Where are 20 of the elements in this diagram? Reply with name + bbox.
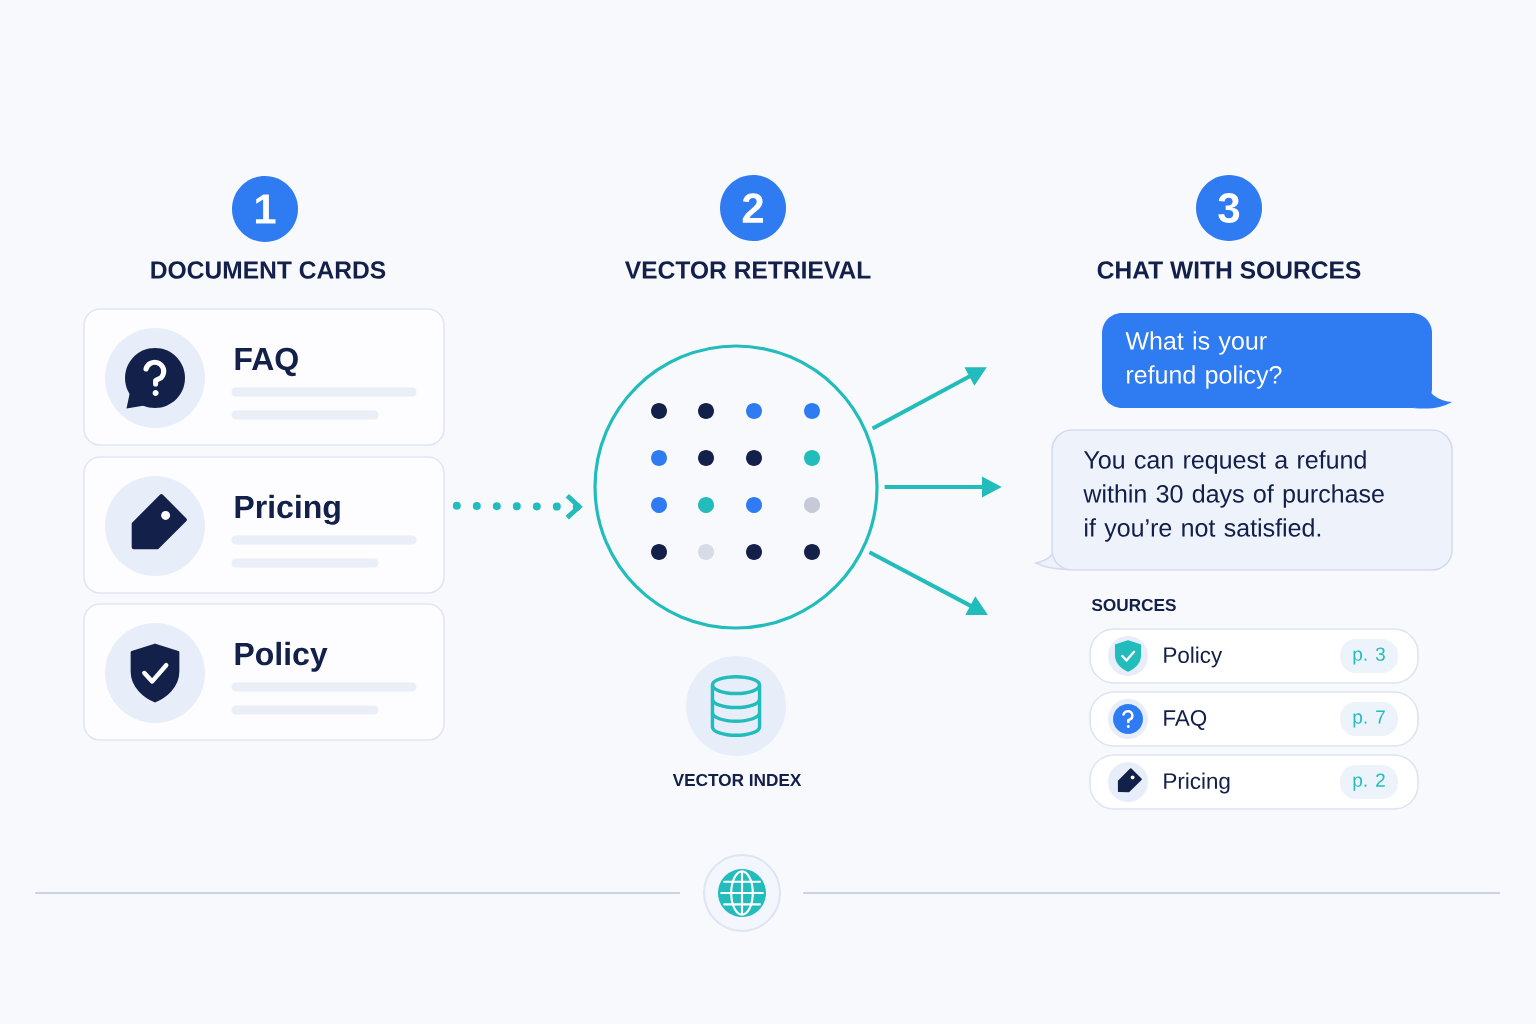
step-number: 2 bbox=[720, 175, 786, 241]
source-row: Policy p. 3 bbox=[1089, 628, 1419, 684]
source-row: FAQ p. 7 bbox=[1089, 691, 1419, 747]
document-card: FAQ bbox=[83, 308, 445, 446]
message-bubble: What is your refund policy? bbox=[1102, 313, 1452, 409]
source-row: Pricing p. 2 bbox=[1089, 754, 1419, 810]
step-heading: CHAT WITH SOURCES bbox=[1097, 261, 1361, 279]
message-bubble: You can request a refund within 30 days of purchase if you’re not satisfied. bbox=[1035, 429, 1453, 571]
page-badge: p. 7 bbox=[1340, 702, 1398, 736]
step-heading: DOCUMENT CARDS bbox=[151, 261, 386, 279]
page-badge: p. 2 bbox=[1340, 765, 1398, 799]
step-number: 3 bbox=[1196, 175, 1262, 241]
index-label: VECTOR INDEX bbox=[672, 773, 802, 787]
page-badge: p. 3 bbox=[1340, 639, 1398, 673]
step-number: 1 bbox=[232, 176, 298, 242]
document-card: Pricing bbox=[83, 456, 445, 594]
section-label: SOURCES bbox=[1091, 598, 1176, 612]
step-heading: VECTOR RETRIEVAL bbox=[624, 261, 871, 279]
document-card: Policy bbox=[83, 603, 445, 741]
dotted-arrow bbox=[452, 493, 583, 520]
